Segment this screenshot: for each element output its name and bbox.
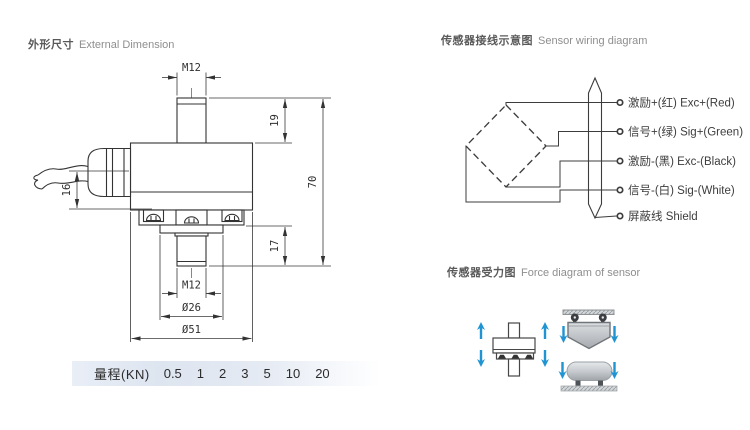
- dim-total-height: 70: [209, 99, 331, 267]
- wiring-diagram: 激励+(红) Exc+(Red) 信号+(绿) Sig+(Green) 激励-(…: [465, 76, 743, 223]
- force-diagram-title-zh: 传感器受力图: [447, 267, 516, 279]
- hopper-assembly: [559, 309, 619, 350]
- load-cell-top-stud: [507, 322, 521, 339]
- load-cell-bottom-stud: [507, 358, 521, 377]
- range-bar: 量程(KN) 0.5 1 2 3 5 10 20: [72, 361, 380, 386]
- range-value: 3: [241, 366, 249, 381]
- terminal-sig-minus: [616, 186, 624, 194]
- range-value: 2: [219, 366, 227, 381]
- terminal-exc-plus: [616, 98, 624, 107]
- dim-label-body-diameter: Ø51: [182, 324, 201, 336]
- wire-sig-plus: [546, 131, 617, 147]
- cable-sheath: [587, 76, 603, 220]
- terminal-exc-minus: [616, 157, 624, 165]
- dim-label-cable-offset: 16: [61, 184, 73, 197]
- wire-exc-minus: [506, 160, 617, 188]
- cable-gland: [87, 147, 132, 198]
- terminal-shield: [616, 212, 624, 220]
- external-dimension-title: 外形尺寸 External Dimension: [28, 36, 174, 52]
- arrow-down-icon: [559, 326, 568, 343]
- dimension-drawing: M12 19 70 16: [33, 62, 331, 342]
- arrow-down-icon: [610, 326, 619, 343]
- dim-top-stud-length: 19: [209, 97, 331, 144]
- dim-label-bottom-stud-length: 17: [269, 240, 281, 253]
- force-diagram-title: 传感器受力图 Force diagram of sensor: [447, 264, 640, 280]
- dim-bottom-stud-length: 17: [246, 225, 292, 265]
- load-cell-body: [492, 337, 536, 354]
- dim-label-boss-diameter: Ø26: [182, 302, 201, 314]
- range-value: 0.5: [163, 366, 182, 381]
- terminal-sig-plus: [616, 127, 624, 136]
- arrow-down-icon: [477, 350, 485, 367]
- wire-label-sig-plus: 信号+(绿) Sig+(Green): [628, 125, 743, 139]
- dimensions: M12 19 70 16: [61, 62, 331, 342]
- dim-boss-diameter: Ø26: [159, 235, 224, 320]
- tank-foot-left: [575, 380, 581, 386]
- range-value: 10: [285, 366, 301, 381]
- wire-label-shield: 屏蔽线 Shield: [628, 209, 698, 223]
- wiring-diagram-title-zh: 传感器接线示意图: [441, 35, 533, 47]
- tank-foot-right: [598, 380, 603, 386]
- wire-label-exc-plus: 激励+(红) Exc+(Red): [628, 96, 735, 110]
- wiring-diagram-title-en: Sensor wiring diagram: [538, 35, 648, 47]
- wire-sig-minus: [465, 146, 617, 203]
- dim-label-total-height: 70: [307, 176, 319, 189]
- tank-assembly: [558, 361, 619, 392]
- sensor-body-outline: [33, 97, 254, 267]
- arrow-down-icon: [541, 350, 549, 367]
- range-value: 20: [315, 366, 330, 381]
- top-stud: [176, 97, 207, 144]
- external-dimension-title-zh: 外形尺寸: [28, 39, 74, 51]
- tank: [566, 361, 613, 381]
- range-values: 0.5 1 2 3 5 10 20: [164, 366, 330, 381]
- dome-nuts: [145, 213, 240, 224]
- bridge-diamond: [465, 104, 547, 188]
- arrow-up-icon: [541, 322, 549, 339]
- wiring-diagram-title: 传感器接线示意图 Sensor wiring diagram: [441, 32, 647, 48]
- arrow-up-icon: [477, 322, 485, 339]
- dim-label-top-stud-length: 19: [269, 114, 281, 127]
- dim-cable-offset: 16: [61, 170, 152, 210]
- wire-exc-plus: [505, 102, 617, 105]
- dim-body-diameter: Ø51: [130, 212, 253, 342]
- dim-label-bottom-thread: M12: [182, 280, 201, 292]
- range-value: 5: [263, 366, 271, 381]
- dim-label-top-thread: M12: [182, 62, 201, 74]
- wire-shield: [594, 215, 617, 218]
- force-diagram-title-en: Force diagram of sensor: [521, 267, 641, 279]
- wire-label-exc-minus: 激励-(黑) Exc-(Black): [628, 154, 736, 168]
- force-diagram: [477, 309, 619, 392]
- support-beam: [562, 309, 615, 315]
- cable: [33, 165, 89, 190]
- bottom-boss: [159, 224, 224, 234]
- dim-bottom-thread: M12: [162, 268, 221, 298]
- load-cell-icon: [492, 322, 536, 377]
- external-dimension-title-en: External Dimension: [79, 39, 175, 51]
- hopper: [567, 321, 611, 350]
- terminals: [616, 98, 624, 220]
- wire-label-sig-minus: 信号-(白) Sig-(White): [628, 183, 735, 197]
- main-body: [129, 142, 254, 211]
- range-label: 量程(KN): [94, 367, 150, 382]
- ground-base: [560, 385, 618, 392]
- wires: [465, 102, 617, 218]
- range-value: 1: [196, 366, 205, 381]
- dim-top-thread: M12: [162, 62, 221, 96]
- arrow-down-icon: [558, 362, 567, 379]
